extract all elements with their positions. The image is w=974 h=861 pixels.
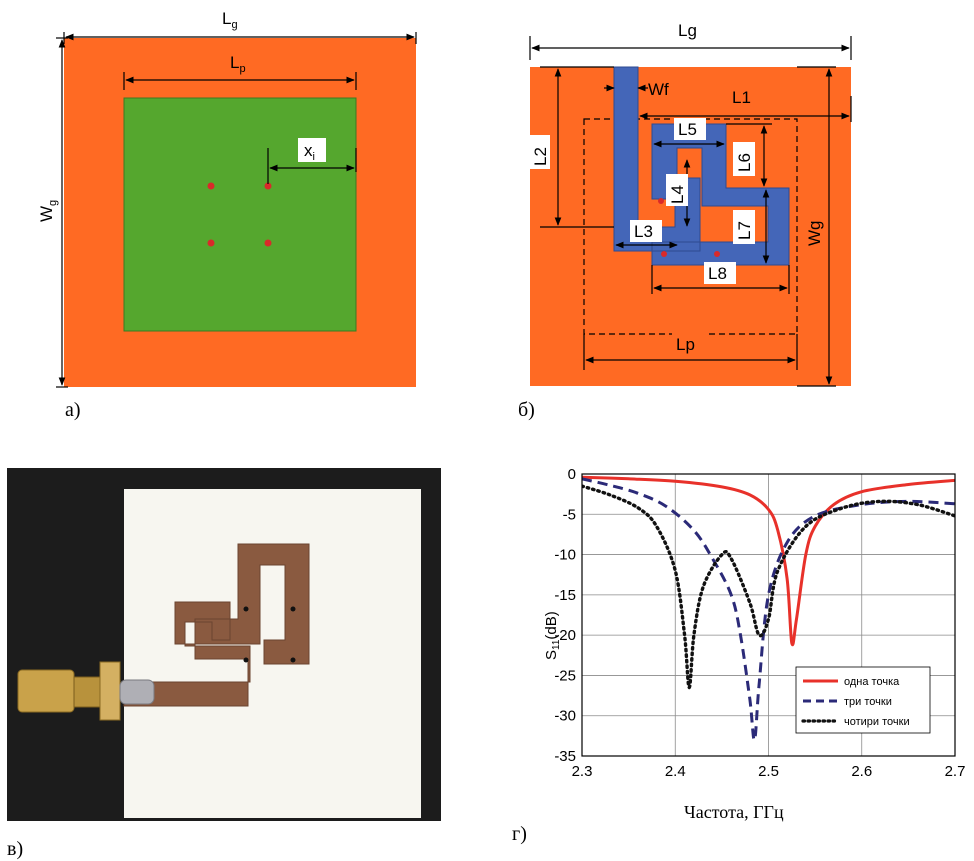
l7-label: L7 xyxy=(735,221,754,240)
y-axis-label: S11(dB) xyxy=(543,611,562,660)
patch xyxy=(123,97,357,332)
panel-a-label: а) xyxy=(65,399,81,421)
feed-point xyxy=(207,182,215,190)
feed-point xyxy=(658,198,664,204)
lp-label: Lp xyxy=(230,53,246,75)
copper-spiral-antenna xyxy=(123,543,310,707)
x-tick-label: 2.3 xyxy=(572,763,593,780)
feed-point xyxy=(264,182,272,190)
y-tick-label: -15 xyxy=(554,587,576,604)
l8-label: L8 xyxy=(708,264,727,283)
l6-label: L6 xyxy=(735,153,754,172)
wg-label: Wg xyxy=(37,200,59,222)
feed-points xyxy=(207,182,272,247)
sma-connector-body xyxy=(17,669,75,713)
y-tick-label: -30 xyxy=(554,708,576,725)
feed-point xyxy=(290,657,296,663)
feed-point xyxy=(243,606,249,612)
feed-points-b xyxy=(658,198,720,257)
x-tick-label: 2.5 xyxy=(758,763,779,780)
l2-label: L2 xyxy=(531,147,550,166)
solder-joint xyxy=(119,679,155,705)
x-tick-label: 2.6 xyxy=(851,763,872,780)
l4-label: L4 xyxy=(668,185,687,204)
lg-label: Lg xyxy=(222,9,238,31)
y-tick-labels: 0 -5 -10 -15 -20 -25 -30 -35 xyxy=(554,466,576,765)
panel-g-label: г) xyxy=(512,823,527,845)
series-line-2 xyxy=(582,484,955,690)
panel-b-label: б) xyxy=(518,399,535,421)
y-tick-label: -35 xyxy=(554,748,576,765)
y-tick-label: -5 xyxy=(563,506,576,523)
feed-point xyxy=(714,251,720,257)
feed-point xyxy=(243,657,249,663)
panel-a: Lg Lp Wg xi а) xyxy=(37,9,417,421)
sma-connector-nut xyxy=(73,676,101,708)
x-tick-labels: 2.3 2.4 2.5 2.6 2.7 xyxy=(572,763,966,780)
panel-v-photo: в) xyxy=(7,468,441,860)
feed-point xyxy=(290,606,296,612)
x-axis-label: Частота, ГГц xyxy=(684,802,784,822)
plot-frame xyxy=(581,473,956,757)
wg-b-label: Wg xyxy=(805,221,824,247)
legend-entry-1: три точки xyxy=(844,696,892,708)
panel-g-chart: 0 -5 -10 -15 -20 -25 -30 -35 2.3 2.4 2.5 2.6 2.7 од… xyxy=(512,466,965,845)
y-tick-label: -10 xyxy=(554,547,576,564)
legend-entry-0: одна точка xyxy=(844,676,900,688)
l1-label: L1 xyxy=(732,88,751,107)
xi-label: xi xyxy=(304,141,315,163)
x-tick-label: 2.4 xyxy=(665,763,686,780)
l3-label: L3 xyxy=(634,222,653,241)
lp-b-label: Lp xyxy=(676,335,695,354)
series-line-1 xyxy=(582,477,955,742)
y-tick-label: -25 xyxy=(554,667,576,684)
series-group xyxy=(582,475,955,742)
legend: одна точка три точки чотири точки xyxy=(795,666,931,734)
series-line-0 xyxy=(582,475,955,647)
sma-connector-flange xyxy=(99,661,121,721)
panel-b: Lg Wf L1 L2 L5 L6 L4 L3 L7 xyxy=(518,21,852,421)
feed-point xyxy=(207,239,215,247)
y-tick-label: -20 xyxy=(554,627,576,644)
lg-b-label: Lg xyxy=(678,21,697,40)
wf-label: Wf xyxy=(648,80,669,99)
feed-point xyxy=(661,251,667,257)
legend-entry-2: чотири точки xyxy=(844,716,910,728)
panel-v-label: в) xyxy=(7,838,23,860)
y-tick-label: 0 xyxy=(568,466,576,483)
x-tick-label: 2.7 xyxy=(945,763,966,780)
feed-point xyxy=(264,239,272,247)
l5-label: L5 xyxy=(678,120,697,139)
